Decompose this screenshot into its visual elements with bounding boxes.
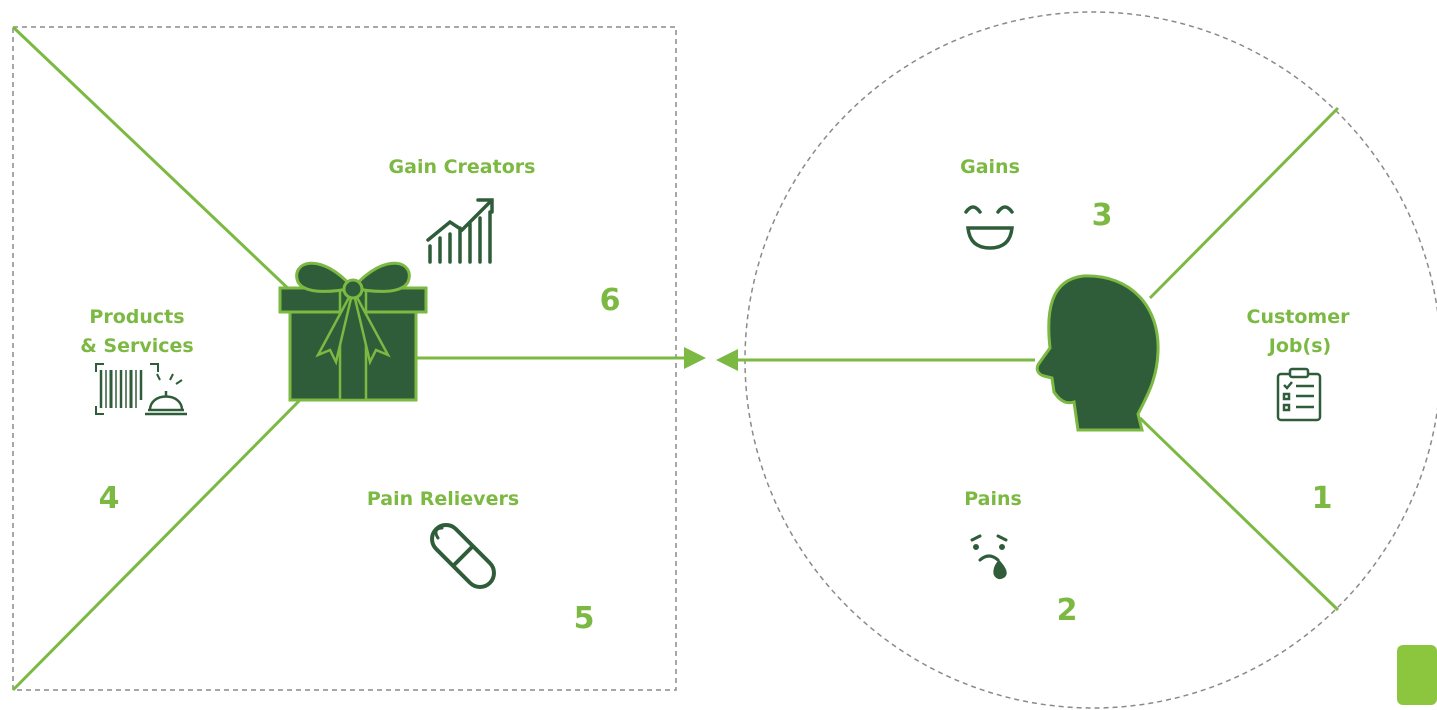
smile-icon bbox=[964, 205, 1014, 250]
products-services-label-1: Products bbox=[89, 306, 184, 328]
pain-relievers-number: 5 bbox=[574, 601, 595, 636]
pill-icon bbox=[430, 523, 496, 589]
fit-arrows bbox=[412, 347, 1035, 371]
customer-jobs-label-2: Job(s) bbox=[1267, 335, 1331, 357]
gains-label: Gains bbox=[960, 156, 1020, 178]
gain-creators-number: 6 bbox=[600, 283, 621, 318]
gain-creators-label: Gain Creators bbox=[389, 156, 536, 178]
crying-face-icon bbox=[970, 534, 1008, 580]
barcode-bell-icon bbox=[95, 363, 187, 416]
pain-relievers-label: Pain Relievers bbox=[367, 488, 519, 510]
divider-upper bbox=[1148, 106, 1340, 300]
pains-number: 2 bbox=[1057, 593, 1078, 628]
diagonal-bottom bbox=[11, 398, 302, 692]
gains-number: 3 bbox=[1092, 198, 1113, 233]
divider-lower bbox=[1138, 416, 1340, 612]
diagonal-top bbox=[11, 25, 297, 297]
customer-jobs-number: 1 bbox=[1312, 481, 1333, 516]
gift-box-icon bbox=[278, 261, 428, 402]
corner-tab bbox=[1397, 645, 1437, 705]
customer-jobs-label-1: Customer bbox=[1247, 306, 1351, 328]
growth-chart-icon bbox=[426, 198, 494, 264]
pains-label: Pains bbox=[964, 488, 1022, 510]
products-services-number: 4 bbox=[99, 481, 120, 516]
clipboard-icon bbox=[1276, 367, 1322, 422]
head-profile-icon bbox=[1035, 274, 1160, 432]
products-services-label-2: & Services bbox=[80, 335, 193, 357]
